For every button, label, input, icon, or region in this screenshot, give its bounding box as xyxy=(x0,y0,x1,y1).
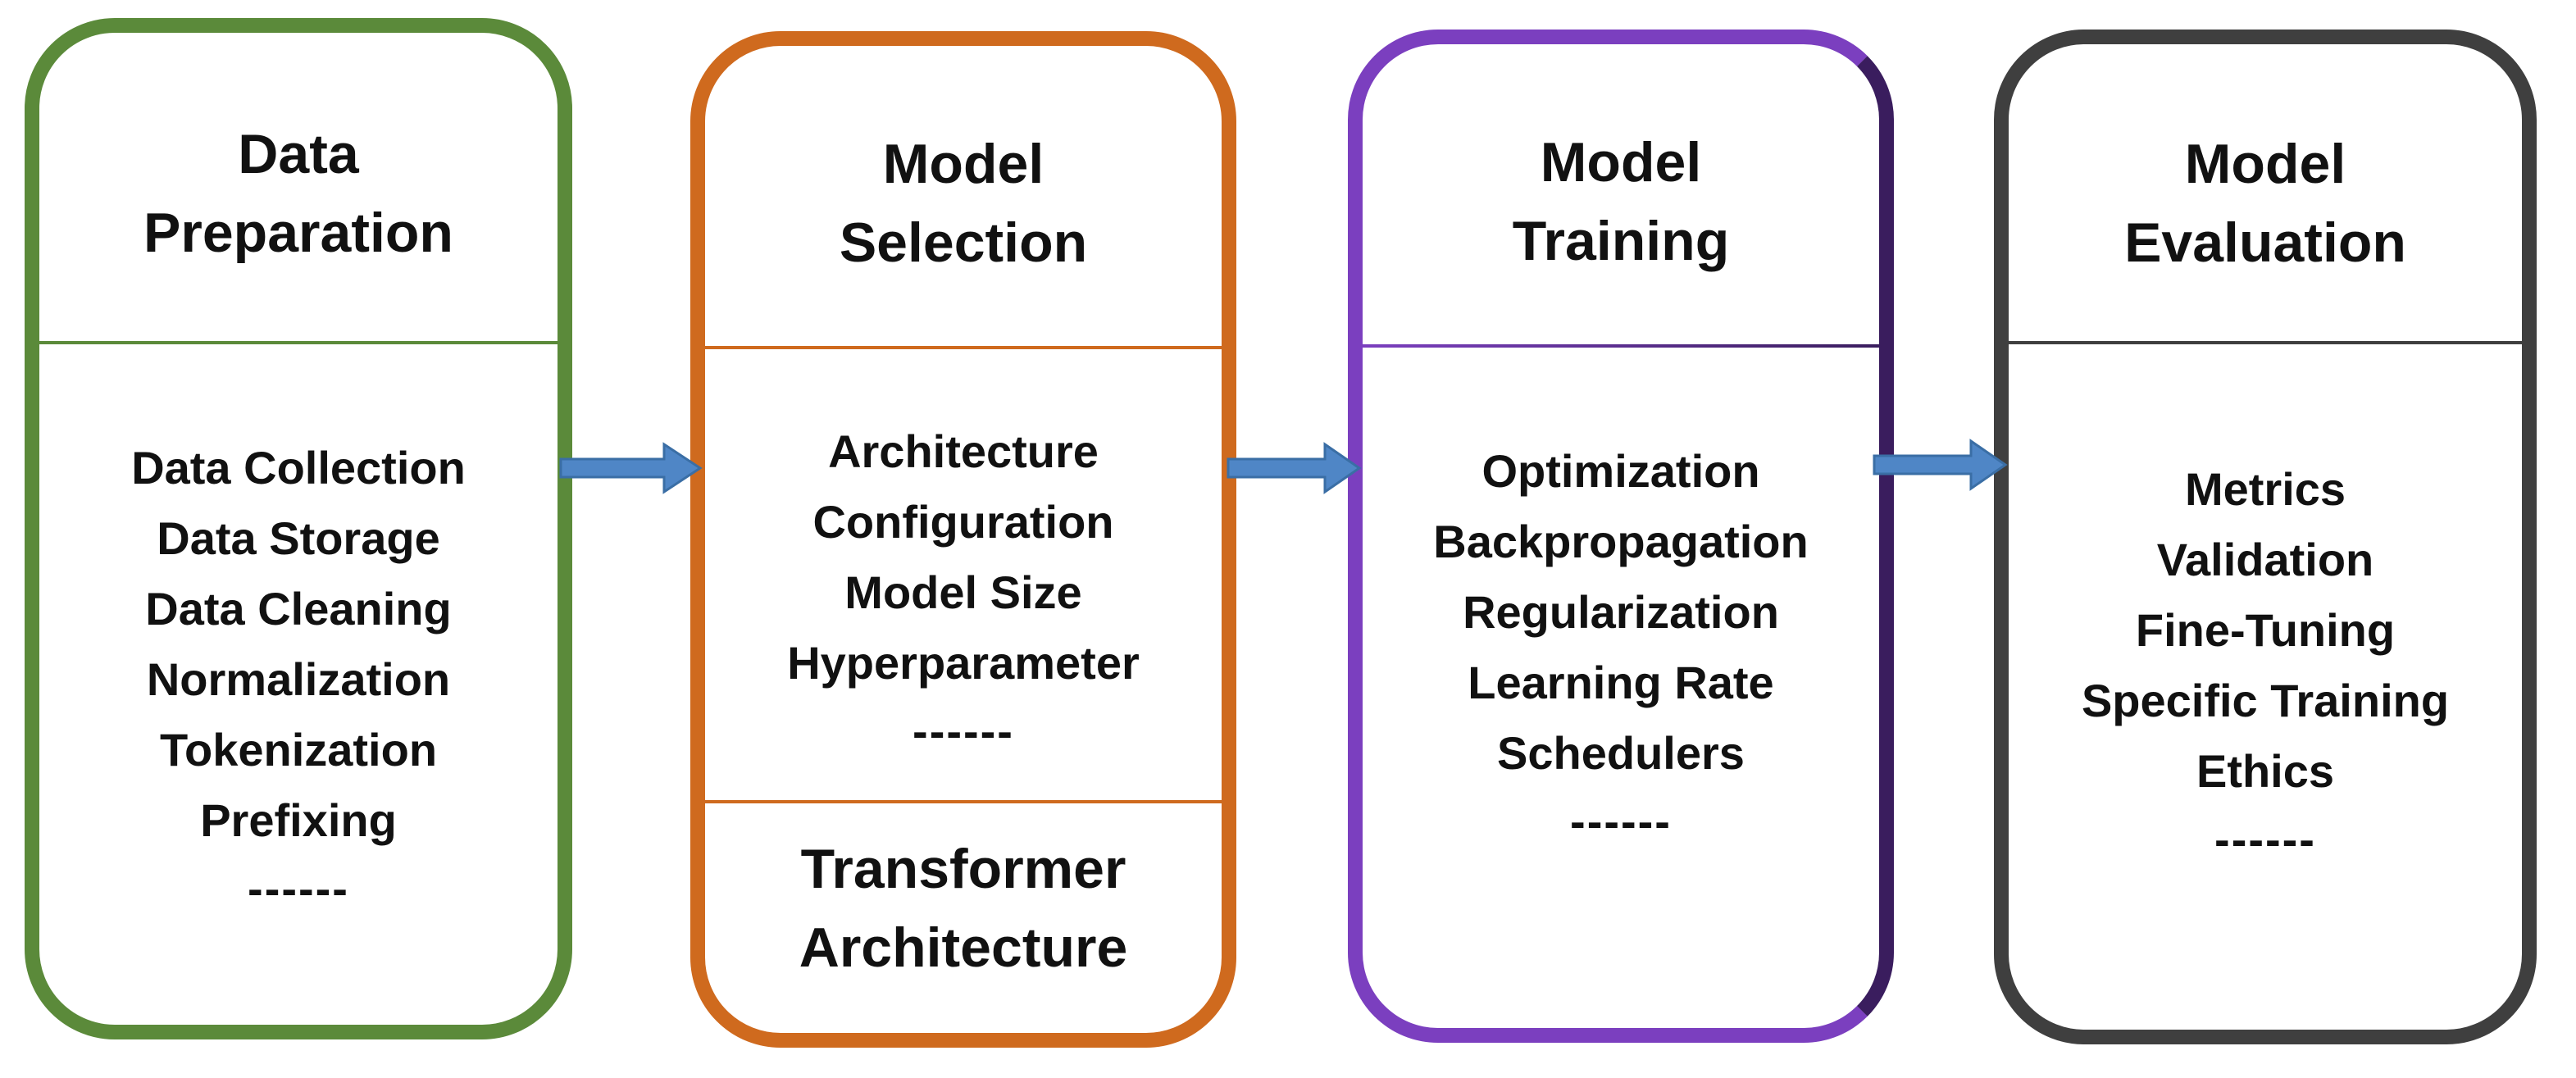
item-ethics: Ethics xyxy=(2196,745,2335,797)
title-line: Model xyxy=(2184,133,2346,195)
header-divider xyxy=(2009,341,2522,344)
ellipsis-dashes: ------ xyxy=(1570,795,1672,847)
item-configuration: Configuration xyxy=(812,496,1114,548)
item-data-storage: Data Storage xyxy=(157,512,440,564)
header-divider xyxy=(705,346,1222,349)
item-learning-rate: Learning Rate xyxy=(1468,657,1774,708)
model-selection-box: Model Selection Architecture Configurati… xyxy=(690,31,1236,1048)
item-regularization: Regularization xyxy=(1463,586,1779,638)
item-metrics: Metrics xyxy=(2184,463,2346,515)
item-data-cleaning: Data Cleaning xyxy=(145,583,452,635)
title-line: Preparation xyxy=(143,202,453,264)
model-training-title: Model Training xyxy=(1363,123,1879,280)
ellipsis-dashes: ------ xyxy=(2214,813,2316,865)
item-schedulers: Schedulers xyxy=(1497,727,1745,779)
item-fine-tuning: Fine-Tuning xyxy=(2135,604,2396,656)
right-arrow-icon xyxy=(1227,442,1362,494)
model-selection-title: Model Selection xyxy=(705,125,1222,282)
item-validation: Validation xyxy=(2156,534,2374,585)
title-line: Model xyxy=(882,133,1045,195)
title-line: Training xyxy=(1512,210,1730,272)
model-training-box: Model Training Optimization Backpropagat… xyxy=(1348,30,1894,1043)
model-evaluation-title: Model Evaluation xyxy=(2009,125,2522,282)
data-preparation-items: Data Collection Data Storage Data Cleani… xyxy=(39,433,558,921)
item-backpropagation: Backpropagation xyxy=(1433,516,1809,567)
model-selection-items: Architecture Configuration Model Size Hy… xyxy=(705,416,1222,764)
item-model-size: Model Size xyxy=(844,566,1082,618)
model-evaluation-items: Metrics Validation Fine-Tuning Specific … xyxy=(2009,454,2522,872)
right-arrow-icon xyxy=(1873,439,2008,491)
title-line: Transformer xyxy=(800,838,1126,900)
item-data-collection: Data Collection xyxy=(131,442,466,494)
model-evaluation-box: Model Evaluation Metrics Validation Fine… xyxy=(1994,30,2537,1044)
header-divider xyxy=(1363,344,1879,348)
subsection-divider xyxy=(705,800,1222,803)
data-preparation-title: Data Preparation xyxy=(39,115,558,272)
item-prefixing: Prefixing xyxy=(200,794,397,846)
ellipsis-dashes: ------ xyxy=(248,862,349,914)
title-line: Model xyxy=(1540,131,1702,193)
item-hyperparameter: Hyperparameter xyxy=(787,637,1140,689)
item-optimization: Optimization xyxy=(1481,445,1760,497)
title-line: Architecture xyxy=(799,917,1128,979)
ellipsis-dashes: ------ xyxy=(913,705,1014,757)
model-training-items: Optimization Backpropagation Regularizat… xyxy=(1363,436,1879,854)
item-tokenization: Tokenization xyxy=(159,724,438,776)
title-line: Data xyxy=(238,123,359,185)
right-arrow-icon xyxy=(559,442,703,494)
item-architecture: Architecture xyxy=(828,425,1099,477)
title-line: Selection xyxy=(839,212,1088,274)
transformer-architecture-label: Transformer Architecture xyxy=(705,830,1222,987)
header-divider xyxy=(39,341,558,344)
item-specific-training: Specific Training xyxy=(2081,675,2450,726)
item-normalization: Normalization xyxy=(146,653,451,705)
data-preparation-box: Data Preparation Data Collection Data St… xyxy=(25,18,572,1039)
title-line: Evaluation xyxy=(2124,212,2406,274)
